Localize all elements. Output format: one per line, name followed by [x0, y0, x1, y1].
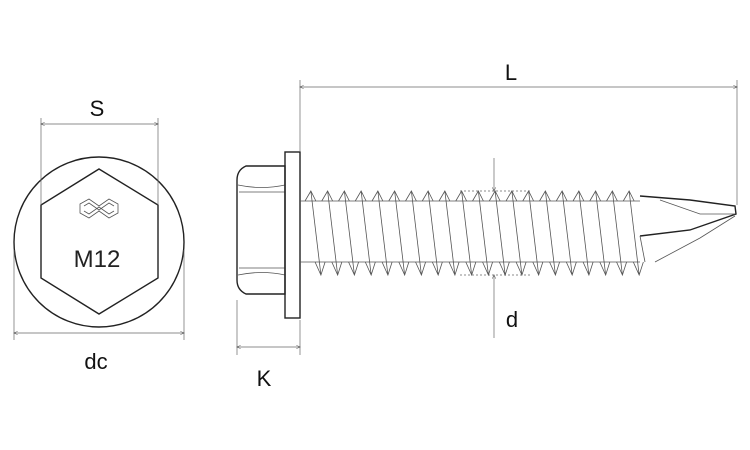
thread-crest — [622, 190, 644, 277]
head-top-view: M12 S dc — [13, 96, 185, 374]
thread-crest — [438, 190, 460, 277]
screw-side-view: K L d — [236, 60, 737, 391]
thread-crest — [606, 190, 627, 277]
brand-logo — [79, 198, 119, 219]
thread-crest — [405, 190, 426, 277]
thread-crest — [371, 190, 393, 277]
thread-crest — [338, 190, 359, 277]
hex-head-side — [236, 165, 286, 295]
thread-crest — [321, 190, 343, 277]
label-d: d — [506, 307, 518, 332]
flange-circle — [13, 156, 185, 328]
label-k: K — [257, 366, 272, 391]
thread-crest — [539, 190, 560, 277]
hex-outline — [40, 168, 159, 315]
thread-crest — [572, 190, 594, 277]
label-dc: dc — [84, 349, 107, 374]
head-marking: M12 — [74, 246, 121, 273]
thread-crest — [555, 190, 577, 277]
thread-crest — [354, 190, 376, 277]
label-l: L — [505, 60, 517, 85]
label-s: S — [90, 96, 105, 121]
thread-crest — [388, 190, 410, 277]
flange-side — [284, 151, 301, 319]
thread-crest — [304, 190, 326, 277]
thread-crest — [421, 190, 443, 277]
thread-crest — [589, 190, 611, 277]
drill-point — [639, 195, 737, 237]
